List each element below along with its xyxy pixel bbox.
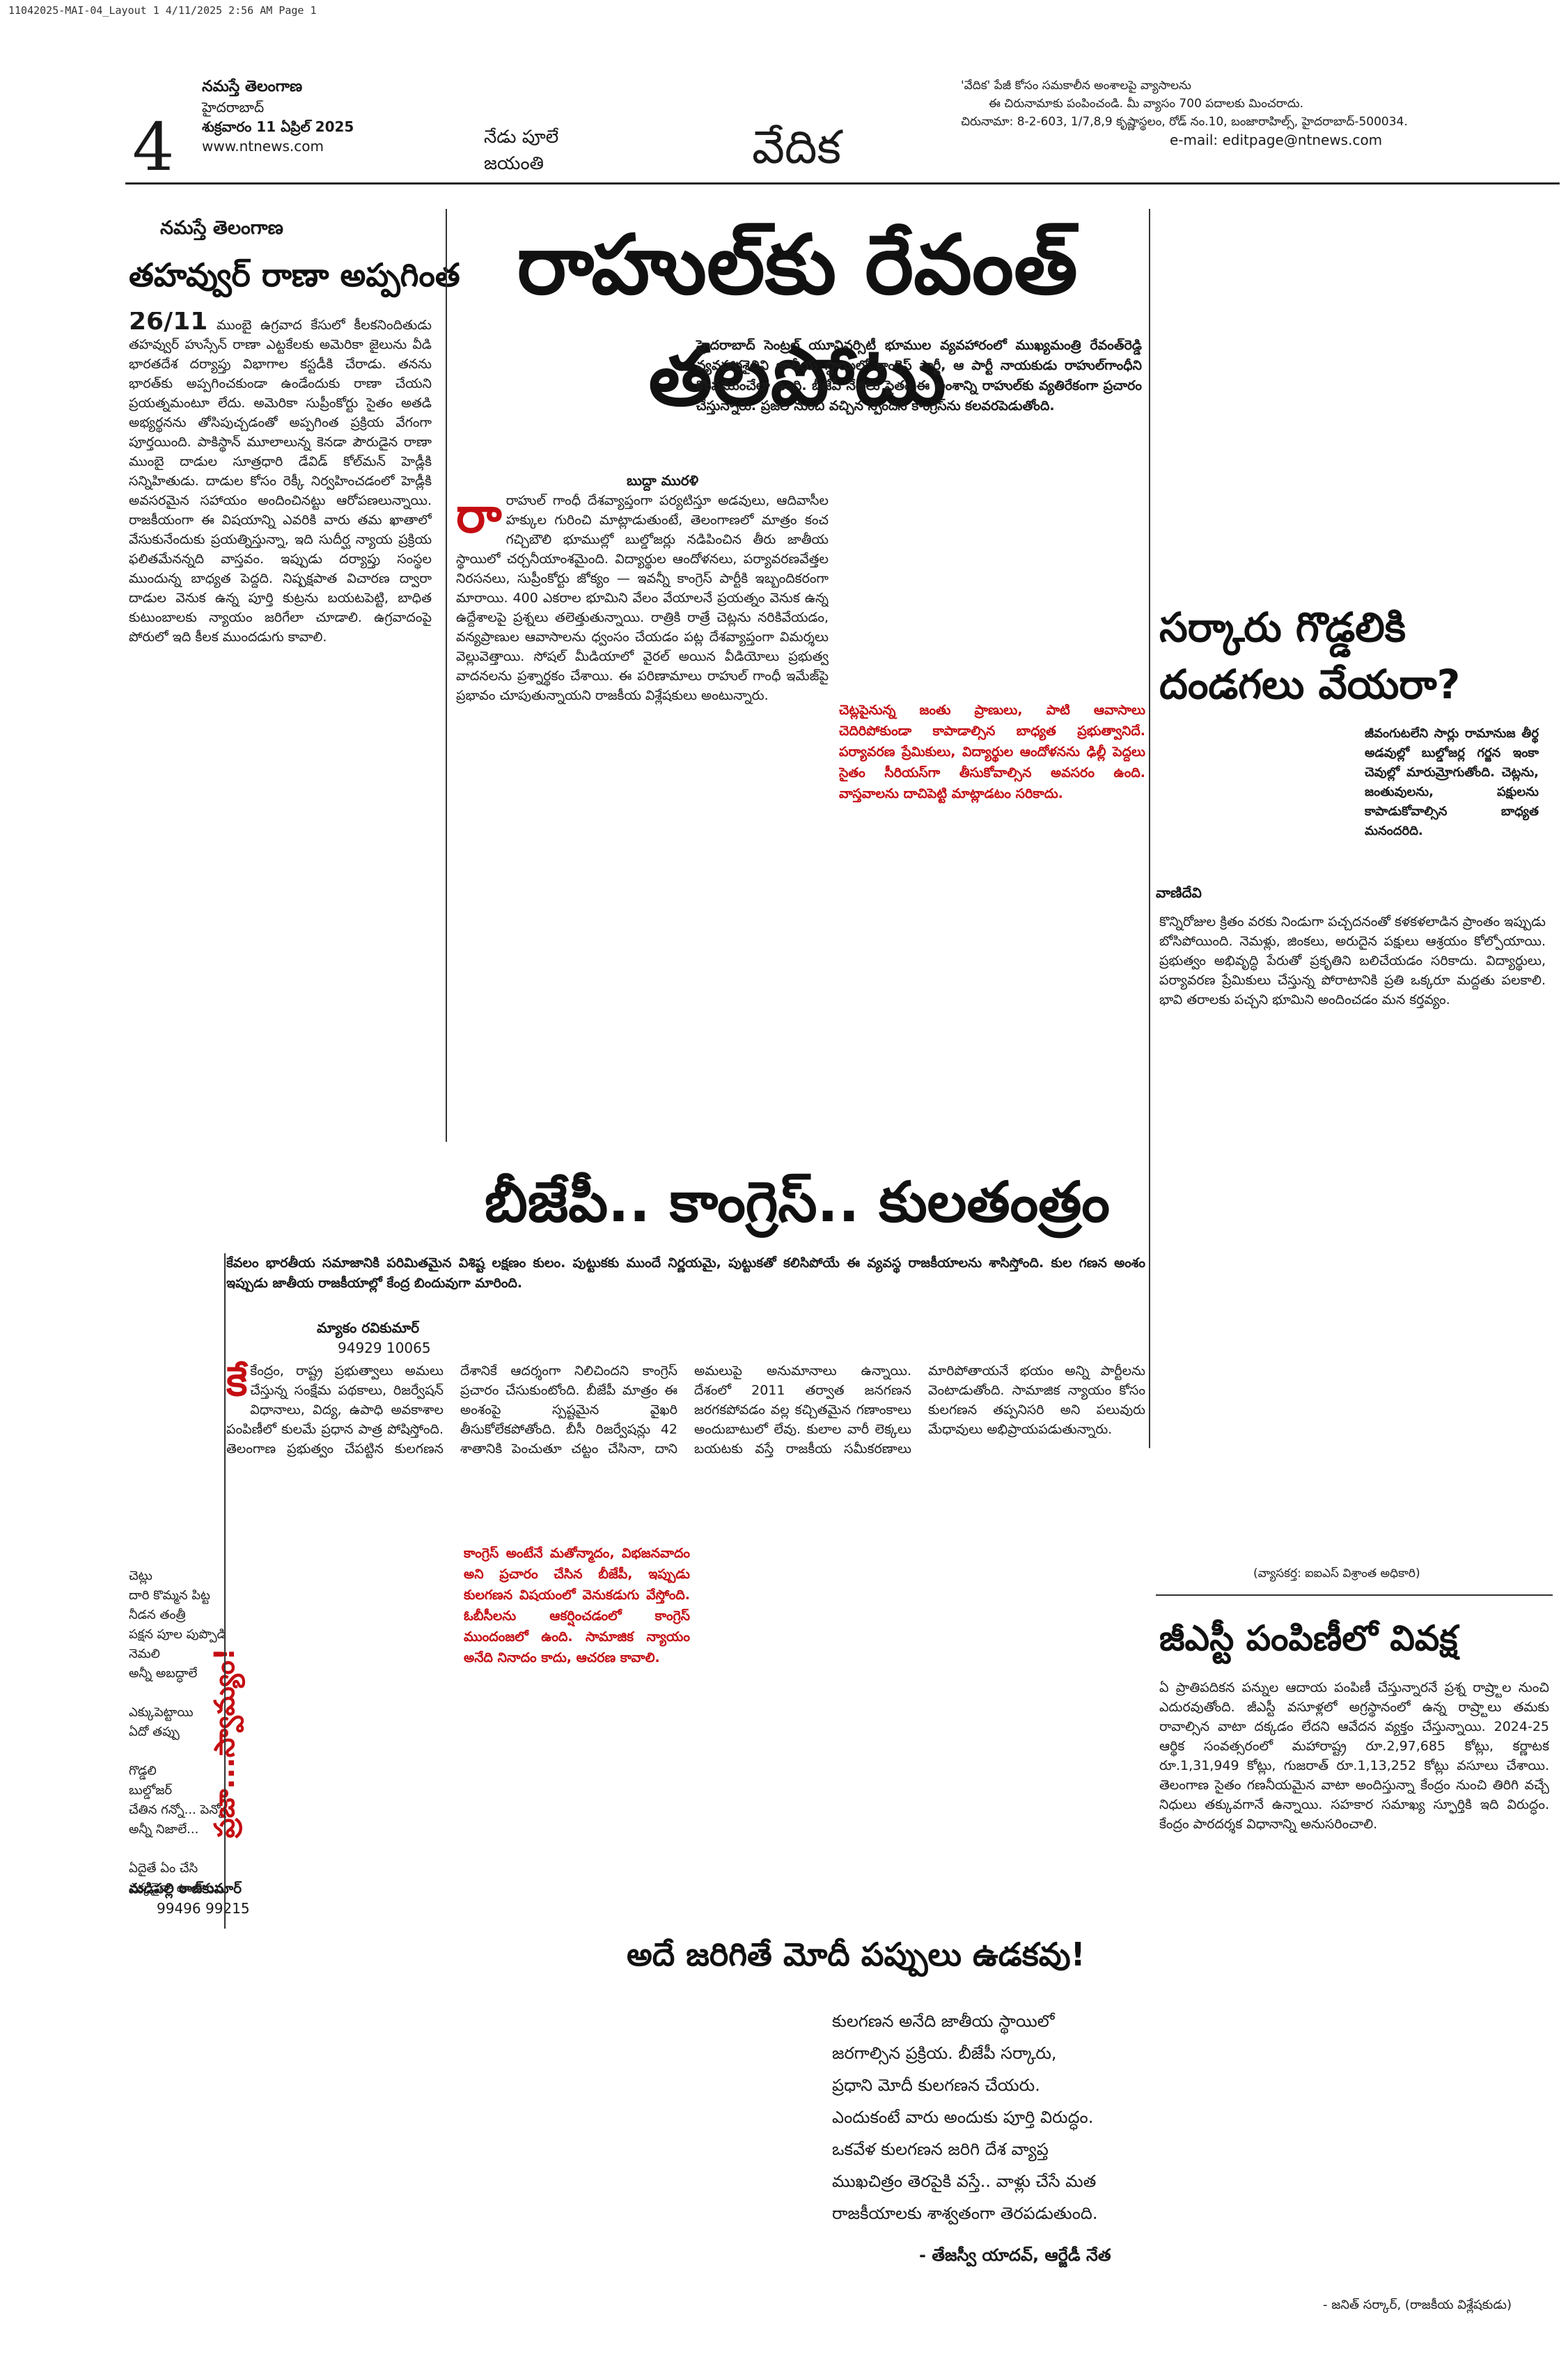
gst-body: ఏ ప్రాతిపదికన పన్నుల ఆదాయ పంపిణీ చేస్తున… [1159,1678,1549,2291]
quote-attribution: - తేజస్వీ యాదవ్, ఆర్జేడీ నేత [919,2245,1111,2265]
website-link[interactable]: www.ntnews.com [202,138,324,155]
poem-line: చేతిన గన్నో... పెన్నో [129,1803,226,1817]
poem-line: చెట్లు [129,1569,152,1583]
submission-note: 'వేదిక' పేజీ కోసం సమకాలీన అంశాలపై వ్యాసా… [961,77,1539,149]
main-author: బుద్దా మురళి [627,472,699,489]
caste-text: కేంద్రం, రాష్ట్ర ప్రభుత్వాలు అమలు చేస్తు… [226,1363,1145,1457]
quote-line: ప్రధాని మోదీ కులగణన చేయరు. [832,2076,1040,2095]
print-slug: 11042025-MAI-04_Layout 1 4/11/2025 2:56 … [8,4,317,17]
poem-line: గొడ్డలి [129,1764,157,1778]
quote-line: కులగణన అనేది జాతీయ స్థాయిలో [832,2011,1055,2031]
poem-line: నీడన తంత్రీ [129,1608,186,1622]
main-sidebar-divider [1149,209,1150,1448]
caste-dropcap: కే [226,1361,248,1405]
gst-byline: - జనిత్ సర్కార్, (రాజకీయ విశ్లేషకుడు) [1323,2298,1512,2312]
main-body: రా రాహుల్ గాంధీ దేశవ్యాప్తంగా పర్యటిస్తూ… [456,491,829,1117]
quote-line: రాజకీయాలకు శాశ్వతంగా తెరపడుతుంది. [832,2204,1098,2223]
sidebar-footer: (వ్యాసకర్త: ఐఐఎస్‌ విశ్రాంత అధికారి) [1253,1567,1420,1580]
sidebar-footer-rule [1156,1594,1553,1596]
editorial-text: ముంబై ఉగ్రవాద కేసులో కీలకనిందితుడు తహవ్వ… [129,317,432,645]
editorial-label: నమస్తే తెలంగాణ [160,217,283,239]
poem-line: ఎక్కుపెట్టాయి [129,1705,194,1720]
editorial-lead: 26/11 [129,312,208,336]
poet-phone: 99496 99215 [157,1900,250,1917]
caste-phone: 94929 10065 [338,1340,431,1356]
masthead-rule [125,182,1560,185]
caste-author: మ్యాకం రవికుమార్ [317,1319,420,1336]
column-divider [446,209,447,1142]
main-body-col2: చెట్లపైనున్న జంతు ప్రాణులు, పాటి ఆవాసాలు… [839,491,1145,1117]
quote-line: ఒకవేళ కులగణన జరిగి దేశ వ్యాప్త [832,2140,1049,2159]
poem-line: బుల్డోజర్ [129,1783,173,1798]
sidebar-body: కొన్నిరోజుల క్రితం వరకు నిండుగా పచ్చదనంత… [1159,912,1546,1448]
sidebar-headline: సర్కారు గొడ్డలికి దండగలు వేయరా? [1159,599,1549,713]
poet-block: మడిపల్లి రాజ్‌కుమార్ 99496 99215 [129,1880,250,1917]
main-headline: రాహుల్‌కు రేవంత్ తలపోటు [517,217,1078,424]
tribute-line1: నేడు పూలే [484,127,559,148]
caste-deck: కేవలం భారతీయ సమాజానికి పరిమితమైన విశిష్ట… [226,1255,1145,1291]
editorial-body: 26/11 ముంబై ఉగ్రవాద కేసులో కీలకనిందితుడు… [129,312,432,1133]
poem-vertical-title: ప్రజా...స్వామ్యం! [209,1647,241,1838]
note-line2: ఈ చిరునామాకు పంపించండి. మీ వ్యాసం 700 పద… [989,97,1304,111]
main-text: రాహుల్ గాంధీ దేశవ్యాప్తంగా పర్యటిస్తూ అడ… [456,493,829,703]
quote-line: ముఖచిత్రం తెరపైకి వస్తే.. వాళ్లు చేసే మత [832,2172,1097,2191]
main-pullquote: చెట్లపైనున్న జంతు ప్రాణులు, పాటి ఆవాసాలు… [839,703,1145,801]
poet-name: మడిపల్లి రాజ్‌కుమార్ [129,1880,242,1897]
note-line1: 'వేదిక' పేజీ కోసం సమకాలీన అంశాలపై వ్యాసా… [961,79,1191,93]
quote-line: జరగాల్సిన ప్రక్రియ. బీజేపీ సర్కారు, [832,2043,1057,2063]
sidebar-headline-line1: సర్కారు గొడ్డలికి [1159,604,1406,651]
page-number: 4 [132,109,175,186]
poem-line: ఏదైతే ఏం చేసి [129,1861,198,1876]
quote-box: కులగణన అనేది జాతీయ స్థాయిలో జరగాల్సిన ప్ర… [832,2005,1145,2229]
poem-line: అన్నీ అబద్ధాలే [129,1666,198,1681]
gst-text: ఏ ప్రాతిపదికన పన్నుల ఆదాయ పంపిణీ చేస్తున… [1159,1680,1549,1832]
sidebar-intro: జీవంగుటలేని సార్లు రామానుజ తీర్థ అడవుల్ల… [1365,726,1539,838]
poem-line: పక్షన పూల పుప్పొడి నెమలి [129,1627,226,1661]
poem-line: ఎక్కడైనా ఉంటాయి [129,1881,223,1895]
main-dropcap: రా [456,491,502,544]
poem-divider [224,1253,226,1929]
quote-headline: అదే జరిగితే మోదీ పప్పులు ఉడకవు! [627,1936,1085,1973]
issue-date: శుక్రవారం 11 ఏప్రిల్ 2025 [202,118,354,135]
main-deck: హైదరాబాద్ సెంట్రల్ యూనివర్సిటీ భూముల వ్య… [696,338,1142,414]
phule-tribute: నేడు పూలే జయంతి [484,124,623,177]
editorial-headline: తహవ్వుర్ రాణా అప్పగింత [129,256,460,294]
poem-line: దారి కొమ్మన పిట్ట [129,1588,210,1603]
gst-headline: జీఎస్టీ పంపిణీలో వివక్ష [1159,1618,1458,1658]
caste-headline: బీజేపీ.. కాంగ్రెస్.. కులతంత్రం [485,1170,1110,1234]
masthead-block: నమస్తే తెలంగాణ హైదరాబాద్ శుక్రవారం 11 ఏప… [202,77,383,156]
tribute-line2: జయంతి [484,153,544,174]
caste-author-block: మ్యాకం రవికుమార్ 94929 10065 [317,1319,431,1356]
city: హైదరాబాద్ [202,99,265,116]
poem-line [129,1839,226,1859]
sidebar-byline: వాణిదేవి [1156,884,1202,901]
caste-body: కే కేంద్రం, రాష్ట్ర ప్రభుత్వాలు అమలు చేస… [226,1361,1145,1918]
section-title: వేదిక [752,120,841,174]
quote-line: ఎందుకంటే వారు అందుకు పూర్తి విరుద్ధం. [832,2108,1094,2127]
poem-line: ఏదో తప్పు [129,1725,180,1739]
address: చిరునామా: 8-2-603, 1/7,8,9 కృష్ణాస్థలం, … [961,115,1408,129]
poem-line: అన్నీ నిజాలే... [129,1822,199,1837]
caste-pullquote: కాంగ్రెస్ అంటేనే మతోన్మాదం, విభజనవాదం అన… [460,1539,694,1672]
sidebar-headline-line2: దండగలు వేయరా? [1159,661,1461,708]
sidebar-text: కొన్నిరోజుల క్రితం వరకు నిండుగా పచ్చదనంత… [1159,914,1546,1007]
paper-name: నమస్తే తెలంగాణ [202,78,303,95]
poem-block: చెట్లు దారి కొమ్మన పిట్ట నీడన తంత్రీ పక్షన … [129,1567,226,1898]
email-link[interactable]: e-mail: editpage@ntnews.com [1170,132,1383,148]
